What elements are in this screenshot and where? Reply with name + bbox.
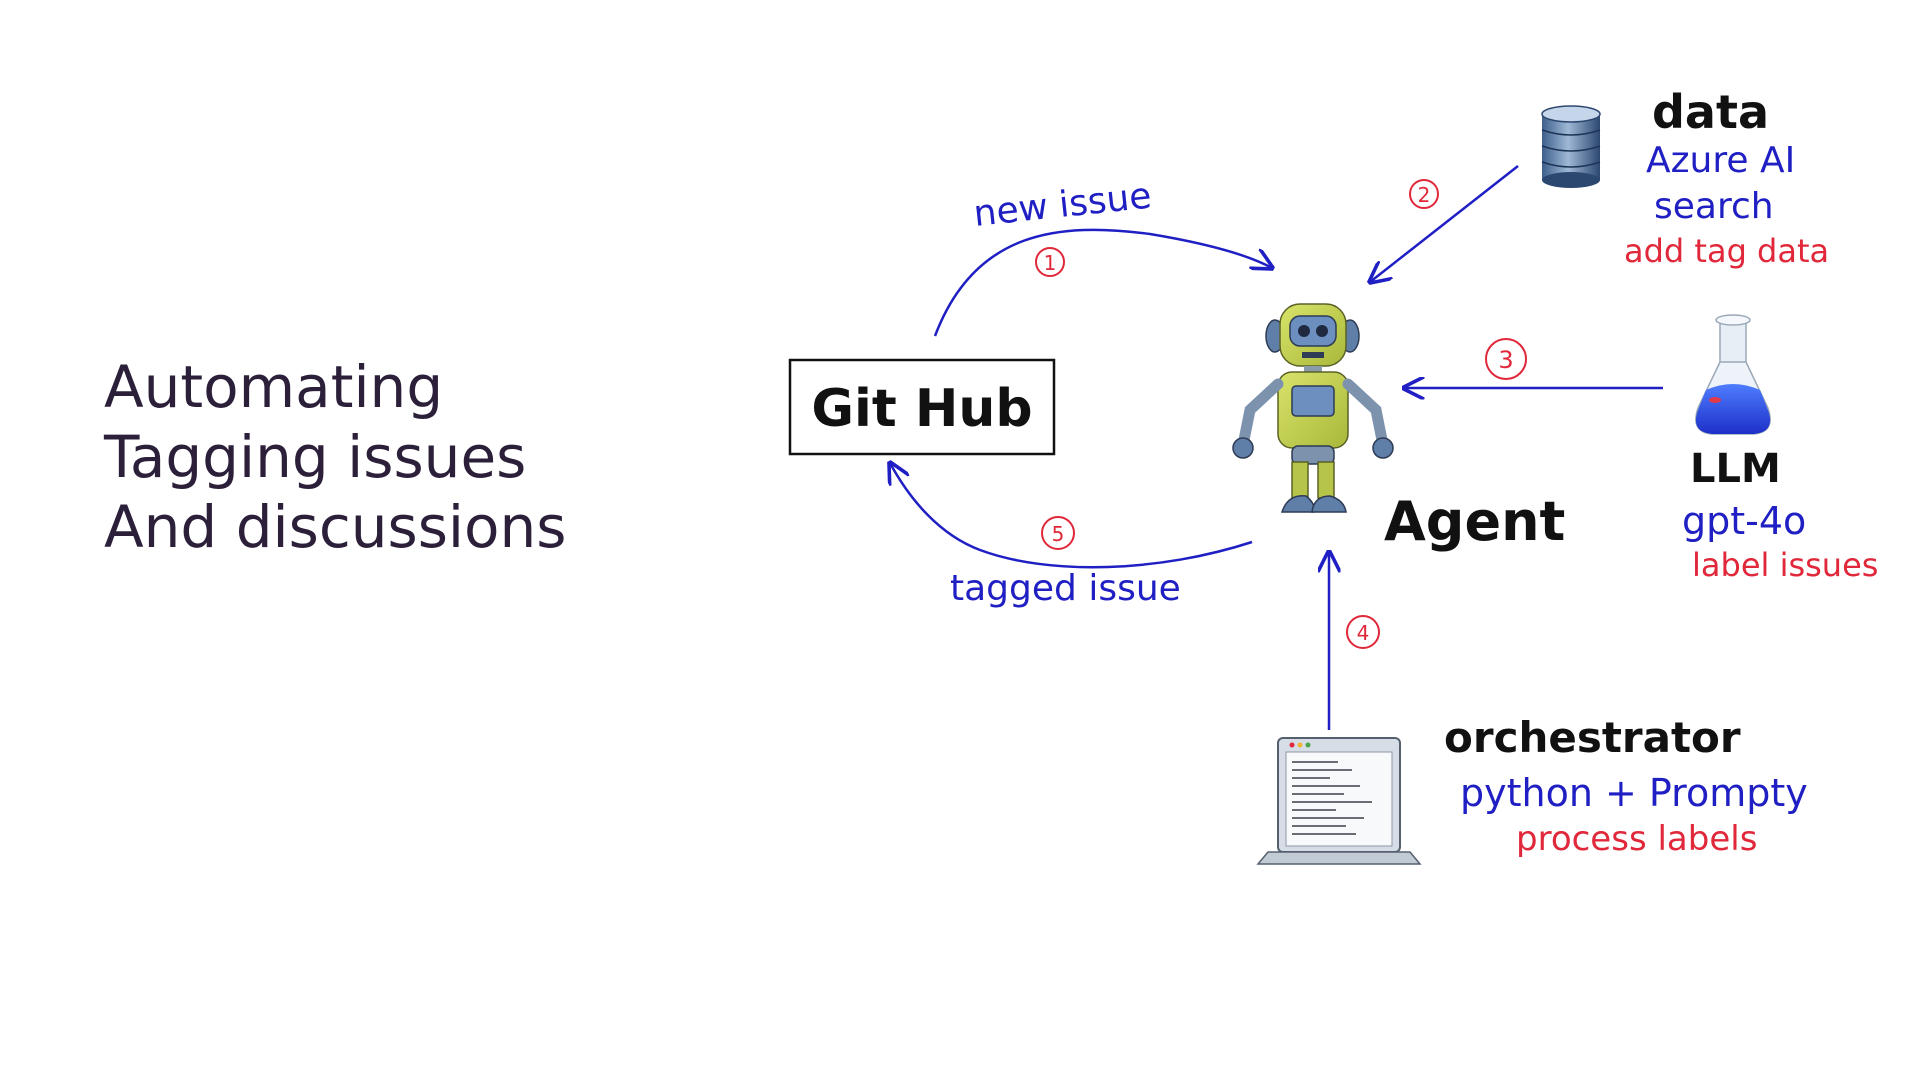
step-1-number: 1 — [1044, 251, 1057, 275]
arrow-tagged-issue — [890, 463, 1253, 569]
step-5-circle — [1041, 516, 1075, 550]
tagged-issue-label: tagged issue — [950, 568, 1181, 609]
llm-title: LLM — [1690, 446, 1781, 492]
edge-new-issue: new issue 1 — [933, 176, 1272, 337]
arrow-new-issue — [933, 228, 1272, 337]
orchestrator-title: orchestrator — [1444, 713, 1741, 762]
step-2-circle — [1409, 179, 1439, 209]
github-node: Git Hub — [788, 358, 1056, 456]
step-2-number: 2 — [1418, 183, 1431, 207]
github-label: Git Hub — [811, 379, 1032, 439]
data-node-text: data Azure AI search add tag data — [1624, 85, 1829, 270]
laptop-icon — [1256, 737, 1422, 865]
title-line-1: Automating — [104, 353, 444, 421]
data-line1: Azure AI — [1646, 140, 1795, 181]
step-4-circle — [1346, 615, 1380, 649]
edge-data-to-agent: 2 — [1370, 165, 1519, 282]
orchestrator-node-text: orchestrator python + Prompty process la… — [1444, 713, 1808, 859]
edge-llm-to-agent: 3 — [1404, 338, 1663, 388]
agent-label: Agent — [1384, 490, 1565, 553]
new-issue-label: new issue — [972, 176, 1154, 235]
step-3-number: 3 — [1498, 346, 1513, 374]
data-action: add tag data — [1624, 232, 1829, 270]
step-3-circle — [1485, 338, 1527, 380]
edge-orch-to-agent: 4 — [1329, 552, 1380, 730]
robot-icon — [1232, 303, 1394, 513]
flask-icon — [1695, 314, 1771, 435]
step-4-number: 4 — [1357, 621, 1370, 645]
step-1-circle — [1035, 247, 1065, 277]
title-line-2: Tagging issues — [104, 423, 527, 491]
orchestrator-action: process labels — [1516, 819, 1757, 859]
llm-node-text: LLM gpt-4o label issues — [1682, 446, 1878, 584]
slide-title: Automating Tagging issues And discussion… — [104, 352, 567, 562]
llm-action: label issues — [1692, 546, 1878, 584]
edge-tagged-issue: tagged issue 5 — [890, 463, 1253, 609]
llm-model: gpt-4o — [1682, 499, 1806, 543]
github-box — [788, 358, 1056, 456]
data-line2: search — [1654, 186, 1774, 227]
step-5-number: 5 — [1052, 522, 1065, 546]
arrow-data-to-agent — [1370, 165, 1519, 282]
title-line-3: And discussions — [104, 493, 567, 561]
database-icon — [1541, 105, 1601, 188]
orchestrator-tech: python + Prompty — [1460, 771, 1808, 815]
data-title: data — [1652, 85, 1769, 139]
